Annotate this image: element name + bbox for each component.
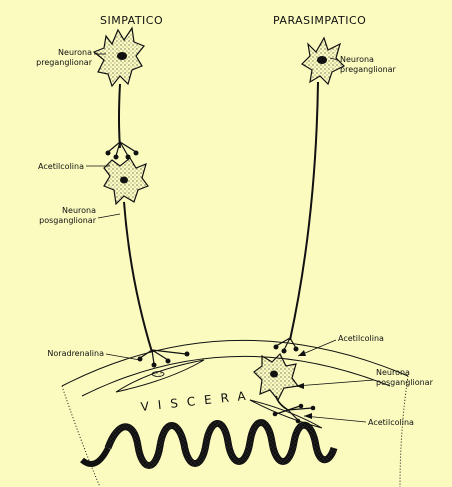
label-para-acetylcholine-2: Acetilcolina xyxy=(368,418,414,427)
para-post-terminals xyxy=(275,405,313,421)
muscle-coil xyxy=(80,419,338,469)
label-sym-preganglionic: Neurona preganglionar xyxy=(36,48,92,67)
para-pre-terminals xyxy=(275,337,297,351)
para-pre-axon xyxy=(289,81,319,341)
label-para-postganglionic: Neurona posganglionar xyxy=(376,368,433,387)
label-noradrenaline: Noradrenalina xyxy=(47,349,104,358)
para-smooth-muscle-cell xyxy=(249,399,323,429)
sym-preganglionic-neuron xyxy=(92,26,145,88)
para-post-axon xyxy=(275,395,289,411)
sym-smooth-muscle-cell xyxy=(115,359,205,393)
label-para-preganglionic: Neurona preganglionar xyxy=(340,55,396,74)
sym-post-axon xyxy=(123,201,153,353)
para-preganglionic-neuron xyxy=(301,36,346,86)
sym-postganglionic-neuron xyxy=(103,157,149,206)
label-para-acetylcholine-1: Acetilcolina xyxy=(338,334,384,343)
title-parasympathetic: PARASIMPATICO xyxy=(273,14,367,27)
sym-post-terminals xyxy=(139,349,187,365)
viscera-organ xyxy=(61,339,409,487)
para-postganglionic-neuron xyxy=(253,352,300,402)
label-sym-acetylcholine: Acetilcolina xyxy=(38,162,84,171)
title-sympathetic: SIMPATICO xyxy=(100,14,164,27)
label-sym-postganglionic: Neurona posganglionar xyxy=(39,206,96,225)
sym-pre-axon xyxy=(118,83,121,149)
sym-pre-terminals xyxy=(107,141,137,157)
